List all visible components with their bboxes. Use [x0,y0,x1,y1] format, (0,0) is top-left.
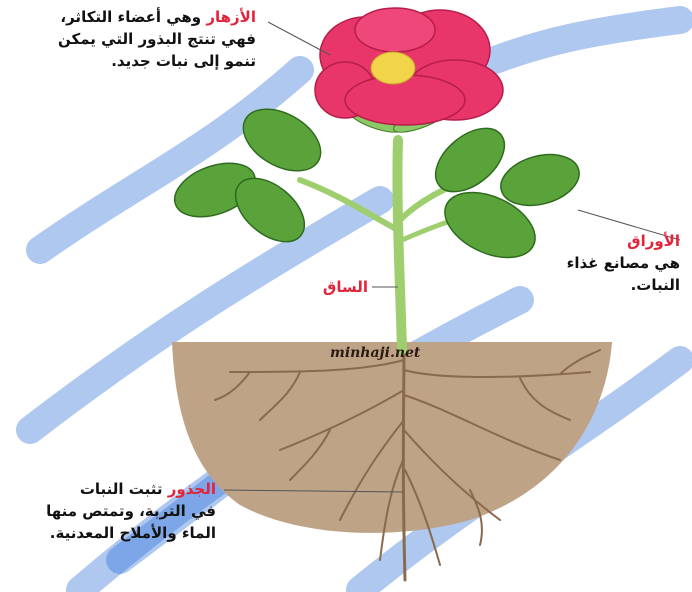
stem-label: الساق [323,276,368,298]
roots-line-2: في التربة، وتمتص منها [46,500,216,522]
roots-term: الجذور [168,480,216,498]
flower-center [371,52,415,84]
leaves-line-2: النبات. [567,274,680,296]
website-watermark: minhaji.net [330,345,420,361]
flowers-text-1: وهي أعضاء التكاثر، [60,8,201,26]
leaves-line-1: هي مصانع غذاء [567,252,680,274]
soil [172,342,612,533]
roots-line-3: الماء والأملاح المعدنية. [46,522,216,544]
flowers-line-2: فهي تنتج البذور التي يمكن [58,28,256,50]
flowers-line-1: الأزهار وهي أعضاء التكاثر، [58,6,256,28]
flowers-label: الأزهار وهي أعضاء التكاثر، فهي تنتج البذ… [58,6,256,72]
flowers-term: الأزهار [206,8,256,26]
roots-line-1: الجذور تثبت النبات [46,478,216,500]
roots-label: الجذور تثبت النبات في التربة، وتمتص منها… [46,478,216,544]
flowers-line-3: تنمو إلى نبات جديد. [58,50,256,72]
stem-term: الساق [323,278,368,296]
leaves-label: الأوراق هي مصانع غذاء النبات. [567,230,680,296]
roots-text-1: تثبت النبات [80,480,163,498]
leaves-term: الأوراق [567,230,680,252]
stem [397,140,402,350]
